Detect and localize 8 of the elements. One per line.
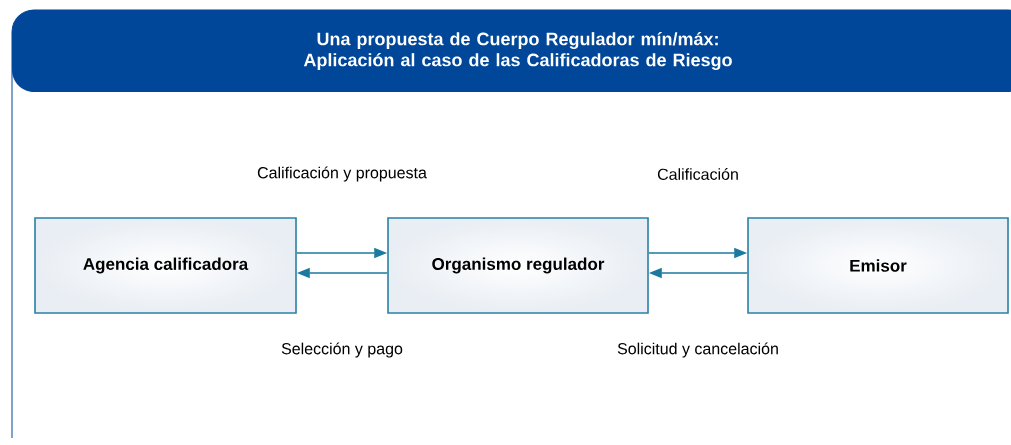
process-box: Agencia calificadora [34, 217, 297, 314]
edge-label: Calificación [657, 168, 738, 180]
edge-label: Selección y pago [281, 342, 403, 358]
edge-label: Solicitud y cancelación [617, 342, 778, 358]
header-band: Una propuesta de Cuerpo Regulador mín/máx: Aplicación al caso de las Calificadoras de Riesgo [12, 10, 1011, 92]
process-box: Emisor [747, 217, 1009, 314]
edge-label: Calificación y propuesta [257, 166, 427, 182]
process-box: Organismo regulador [387, 217, 649, 314]
